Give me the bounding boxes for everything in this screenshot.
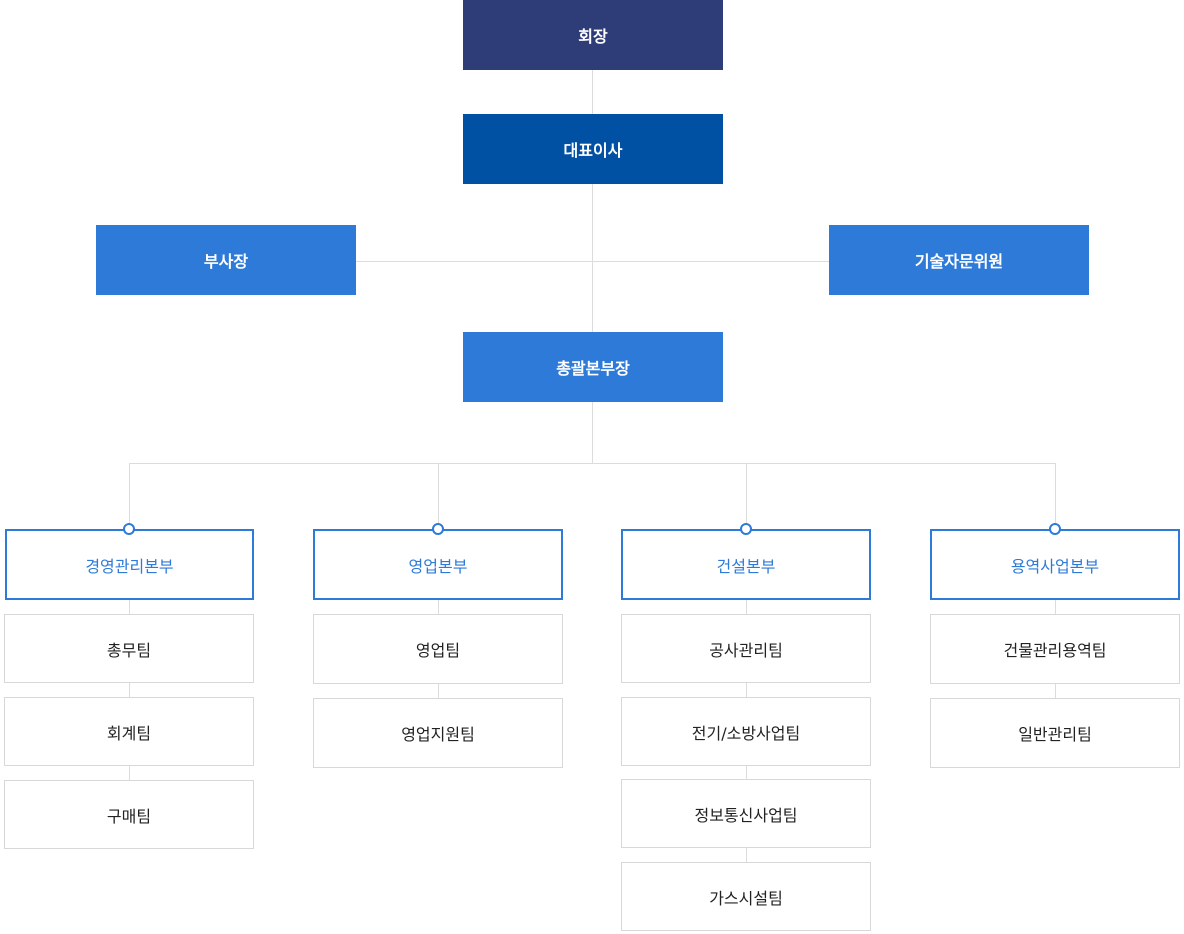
team-box: 회계팀 <box>4 697 254 766</box>
team-label: 영업지원팀 <box>401 725 475 744</box>
team-box: 영업지원팀 <box>313 698 563 768</box>
team-label: 건물관리용역팀 <box>1003 641 1107 660</box>
team-box: 일반관리팀 <box>930 698 1180 768</box>
connector-col1-a <box>129 599 130 614</box>
connector-col1-c <box>129 765 130 780</box>
chairman-box: 회장 <box>463 0 723 70</box>
general-manager-box: 총괄본부장 <box>463 332 723 402</box>
connector-col3-a <box>746 599 747 614</box>
team-box: 정보통신사업팀 <box>621 779 871 848</box>
connector-div2-drop <box>438 463 439 529</box>
division-label: 경영관리본부 <box>85 556 174 576</box>
connector-col4-a <box>1055 599 1056 614</box>
division-box: 영업본부 <box>313 529 563 600</box>
connector-dot <box>1049 523 1061 535</box>
team-box: 건물관리용역팀 <box>930 614 1180 684</box>
connector-col2-a <box>438 599 439 614</box>
connector-vice-advisor <box>356 261 829 262</box>
division-label: 건설본부 <box>716 556 776 576</box>
division-box: 용역사업본부 <box>930 529 1180 600</box>
general-manager-label: 총괄본부장 <box>556 359 630 378</box>
connector-col3-d <box>746 847 747 862</box>
team-label: 전기/소방사업팀 <box>691 723 801 743</box>
team-box: 공사관리팀 <box>621 614 871 683</box>
connector-division-bus <box>129 463 1056 464</box>
team-box: 총무팀 <box>4 614 254 683</box>
team-label: 총무팀 <box>106 640 152 660</box>
connector-div3-drop <box>746 463 747 529</box>
ceo-label: 대표이사 <box>563 141 623 160</box>
connector-col2-b <box>438 683 439 698</box>
team-label: 영업팀 <box>415 641 461 660</box>
division-box: 건설본부 <box>621 529 871 600</box>
team-label: 구매팀 <box>106 806 152 826</box>
connector-col3-c <box>746 765 747 779</box>
division-box: 경영관리본부 <box>5 529 254 600</box>
connector-ceo-general <box>592 184 593 332</box>
tech-advisor-box: 기술자문위원 <box>829 225 1089 295</box>
team-label: 공사관리팀 <box>709 640 783 660</box>
connector-col3-b <box>746 682 747 697</box>
team-label: 가스시설팀 <box>709 888 783 908</box>
connector-dot <box>740 523 752 535</box>
connector-col1-b <box>129 682 130 697</box>
connector-div1-drop <box>129 463 130 529</box>
team-label: 일반관리팀 <box>1018 725 1092 744</box>
team-box: 가스시설팀 <box>621 862 871 931</box>
connector-col4-b <box>1055 683 1056 698</box>
team-box: 전기/소방사업팀 <box>621 697 871 766</box>
ceo-box: 대표이사 <box>463 114 723 184</box>
connector-dot <box>123 523 135 535</box>
team-label: 회계팀 <box>106 723 152 743</box>
division-label: 용역사업본부 <box>1010 556 1100 576</box>
team-box: 구매팀 <box>4 780 254 849</box>
division-label: 영업본부 <box>408 556 468 576</box>
connector-div4-drop <box>1055 463 1056 529</box>
connector-dot <box>432 523 444 535</box>
vice-president-label: 부사장 <box>203 252 249 271</box>
team-label: 정보통신사업팀 <box>694 805 798 825</box>
connector-general-bus <box>592 402 593 463</box>
connector-chair-ceo <box>592 70 593 114</box>
tech-advisor-label: 기술자문위원 <box>914 252 1004 271</box>
team-box: 영업팀 <box>313 614 563 684</box>
vice-president-box: 부사장 <box>96 225 356 295</box>
chairman-label: 회장 <box>578 27 608 46</box>
